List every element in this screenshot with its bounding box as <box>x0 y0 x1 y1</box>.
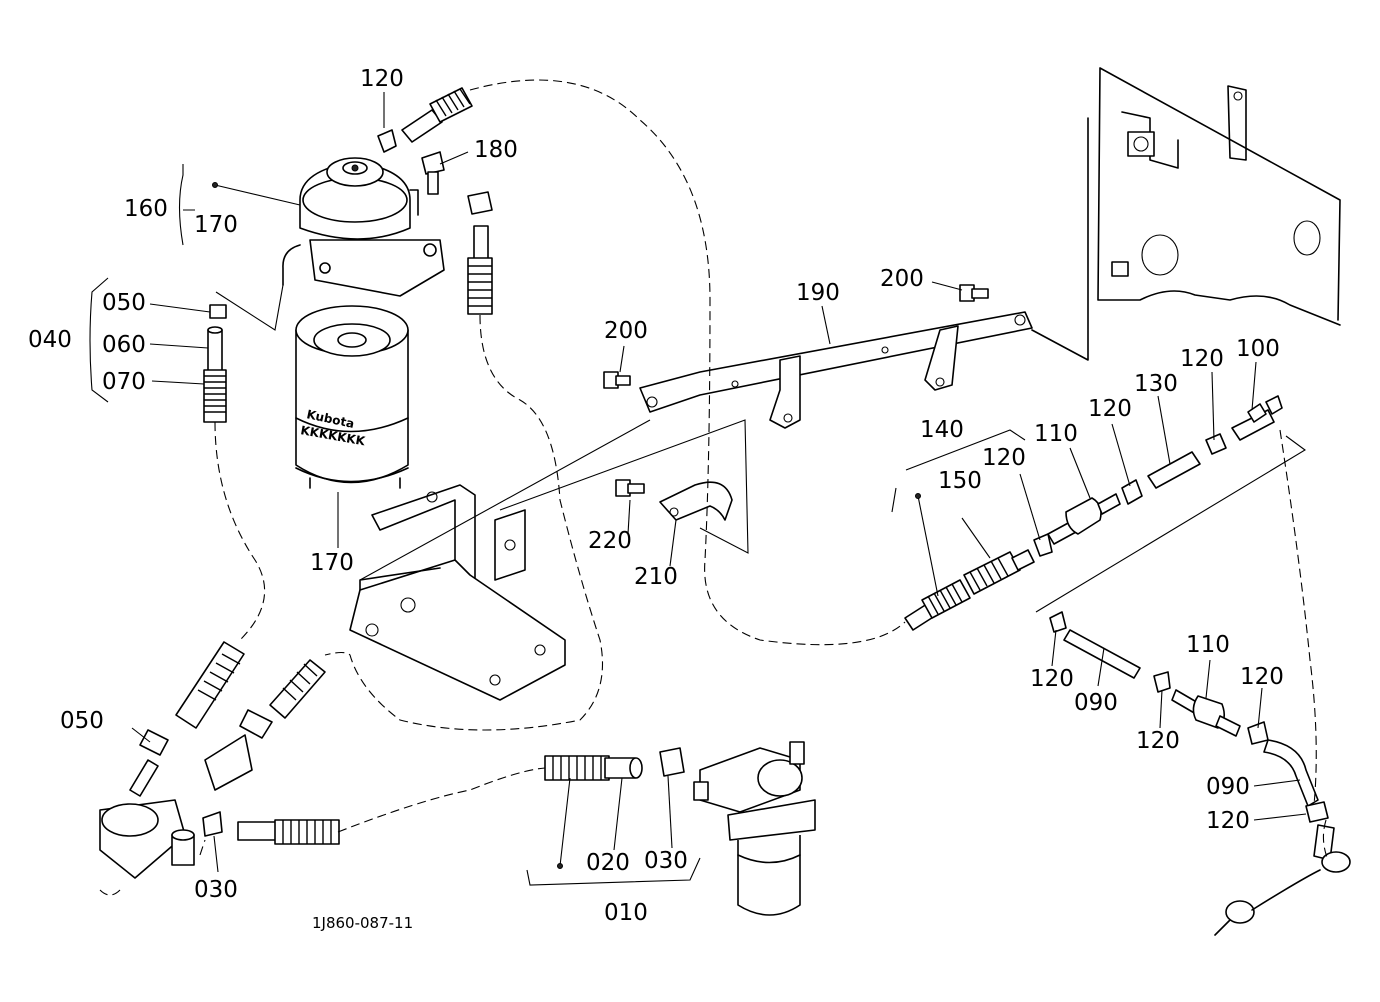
callout-020: 020 <box>586 850 630 876</box>
callout-110-upper: 110 <box>1034 421 1078 447</box>
callout-120-g: 120 <box>1240 664 1284 690</box>
hose-090-lower <box>1263 739 1329 823</box>
callout-120: 120 <box>360 66 404 92</box>
tee-fitting-100 <box>1231 395 1283 441</box>
hose-150 <box>904 549 1035 631</box>
callout-120-d: 120 <box>1180 346 1224 372</box>
hose-lower-horizontal <box>202 811 340 845</box>
callout-120-e: 120 <box>1030 666 1074 692</box>
callout-070: 070 <box>102 369 146 395</box>
hose-mid-lower <box>204 659 326 791</box>
callout-220: 220 <box>588 528 632 554</box>
callout-160: 160 <box>124 196 168 222</box>
hose-right-of-filter <box>467 191 493 315</box>
bolt-200-right <box>959 284 989 302</box>
callout-110-lower: 110 <box>1186 632 1230 658</box>
bolt-200-left <box>603 371 631 389</box>
callout-200-right: 200 <box>880 266 924 292</box>
fuel-pump <box>99 729 195 879</box>
callout-100: 100 <box>1236 336 1280 362</box>
callout-030-left: 030 <box>194 877 238 903</box>
callout-210: 210 <box>634 564 678 590</box>
callout-050-upper: 050 <box>102 290 146 316</box>
callout-170-head: 170 <box>194 212 238 238</box>
callout-140: 140 <box>920 417 964 443</box>
fuel-routing-dashed <box>99 79 1329 896</box>
callout-labels: 120 180 160 170 050 040 060 070 170 050 … <box>28 66 1284 932</box>
callout-120-b: 120 <box>982 445 1026 471</box>
clamp-210 <box>659 481 733 521</box>
engine-block-outline <box>1031 67 1341 361</box>
callout-150: 150 <box>938 468 982 494</box>
fuel-filter-element-170: Kubota KKKKKKK <box>295 305 409 489</box>
fitting-110-upper <box>1033 479 1143 557</box>
bolt-180 <box>421 151 445 195</box>
callout-090-upper: 090 <box>1074 690 1118 716</box>
leader-lines <box>89 92 1307 886</box>
callout-120-h: 120 <box>1206 808 1250 834</box>
banjo-fitting <box>1214 824 1351 936</box>
fitting-110-lower <box>1171 689 1269 745</box>
callout-120-c: 120 <box>1088 396 1132 422</box>
callout-030-right: 030 <box>644 848 688 874</box>
callout-060: 060 <box>102 332 146 358</box>
sedimenter <box>693 741 816 916</box>
filter-mount-bracket <box>349 484 566 701</box>
hose-020 <box>544 747 685 781</box>
bolt-220 <box>615 479 645 497</box>
hose-assembly-040 <box>203 304 227 423</box>
callout-190: 190 <box>796 280 840 306</box>
hose-130 <box>1147 433 1227 489</box>
callout-170-filter: 170 <box>310 550 354 576</box>
hose-top-120 <box>377 87 473 153</box>
callout-130: 130 <box>1134 371 1178 397</box>
bracket-190 <box>639 311 1033 429</box>
callout-120-f: 120 <box>1136 728 1180 754</box>
callout-010: 010 <box>604 900 648 926</box>
callout-200-left: 200 <box>604 318 648 344</box>
hose-lower-left <box>175 641 245 729</box>
callout-040: 040 <box>28 327 72 353</box>
hose-090-upper <box>1049 611 1171 693</box>
drawing-code: 1J860-087-11 <box>312 914 413 932</box>
fuel-filter-head-160 <box>282 157 445 297</box>
callout-050-lower: 050 <box>60 708 104 734</box>
callout-090-lower: 090 <box>1206 774 1250 800</box>
callout-180: 180 <box>474 137 518 163</box>
